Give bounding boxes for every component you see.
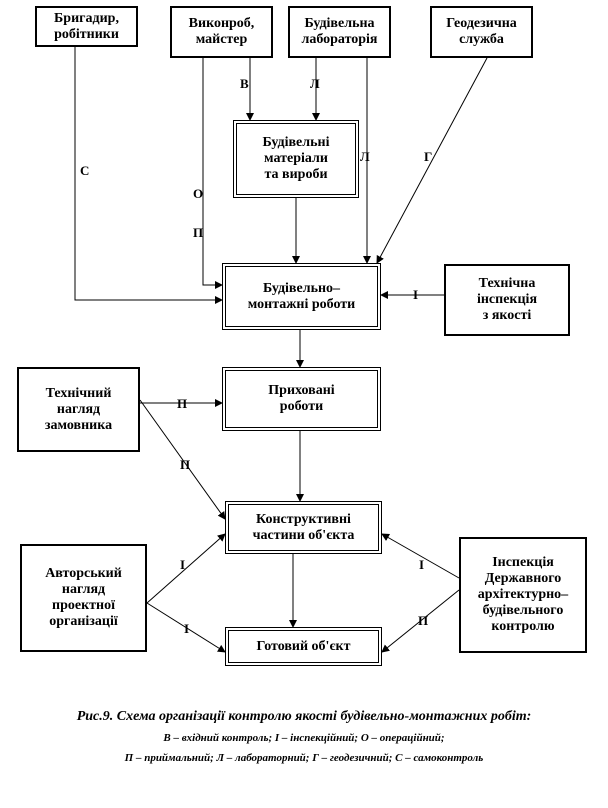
node-construction: Будівельно– монтажні роботи — [222, 263, 381, 330]
arrow-contractor-to-construction — [202, 58, 223, 289]
node-foremen: Бригадир, робітники — [35, 6, 138, 47]
arrow-author-to-structural — [146, 533, 226, 604]
edge-label-i3: І — [419, 557, 425, 572]
edge-label-g: Г — [424, 149, 433, 164]
edge-label-s: С — [80, 163, 90, 178]
edge-label-p3: П — [180, 457, 191, 472]
node-tech-inspection: Технічна інспекція з якості — [444, 264, 570, 336]
node-materials: Будівельні матеріали та вироби — [233, 120, 359, 198]
edge-label-l2: Л — [360, 149, 370, 164]
node-geodesy: Геодезична служба — [430, 6, 533, 58]
edge-label-p4: П — [418, 613, 429, 628]
edge-label-l1: Л — [310, 76, 320, 91]
arrow-customer-to-structural — [139, 399, 226, 520]
node-lab: Будівельна лабораторія — [288, 6, 391, 58]
edge-label-o: О — [193, 186, 204, 201]
node-structural: Конструктивні частини об'єкта — [225, 501, 382, 554]
node-state: Інспекція Державного архітектурно– будів… — [459, 537, 587, 653]
arrow-geodesy-to-construction — [376, 57, 488, 264]
edge-label-i1: І — [413, 287, 419, 302]
edge-label-v: В — [240, 76, 249, 91]
arrow-author-to-finished — [146, 602, 226, 653]
node-hidden: Приховані роботи — [222, 367, 381, 431]
arrow-foremen-to-construction — [74, 47, 223, 304]
node-author: Авторський нагляд проектної організації — [20, 544, 147, 652]
node-finished: Готовий об'єкт — [225, 627, 382, 666]
edge-label-i4: І — [184, 621, 190, 636]
edge-label-p1: П — [193, 225, 204, 240]
arrow-state-to-finished — [381, 589, 460, 653]
figure-caption-legend-2: П – приймальний; Л – лабораторний; Г – г… — [124, 752, 484, 764]
figure-caption-legend-1: В – вхідний контроль; І – інспекційний; … — [163, 732, 445, 744]
figure-caption-title: Рис.9. Схема організації контролю якості… — [76, 709, 532, 724]
edge-label-i2: І — [180, 557, 186, 572]
node-contractor: Виконроб, майстер — [170, 6, 273, 58]
edge-label-p2: П — [177, 396, 188, 411]
node-customer: Технічний нагляд замовника — [17, 367, 140, 452]
arrow-state-to-structural — [381, 533, 460, 579]
